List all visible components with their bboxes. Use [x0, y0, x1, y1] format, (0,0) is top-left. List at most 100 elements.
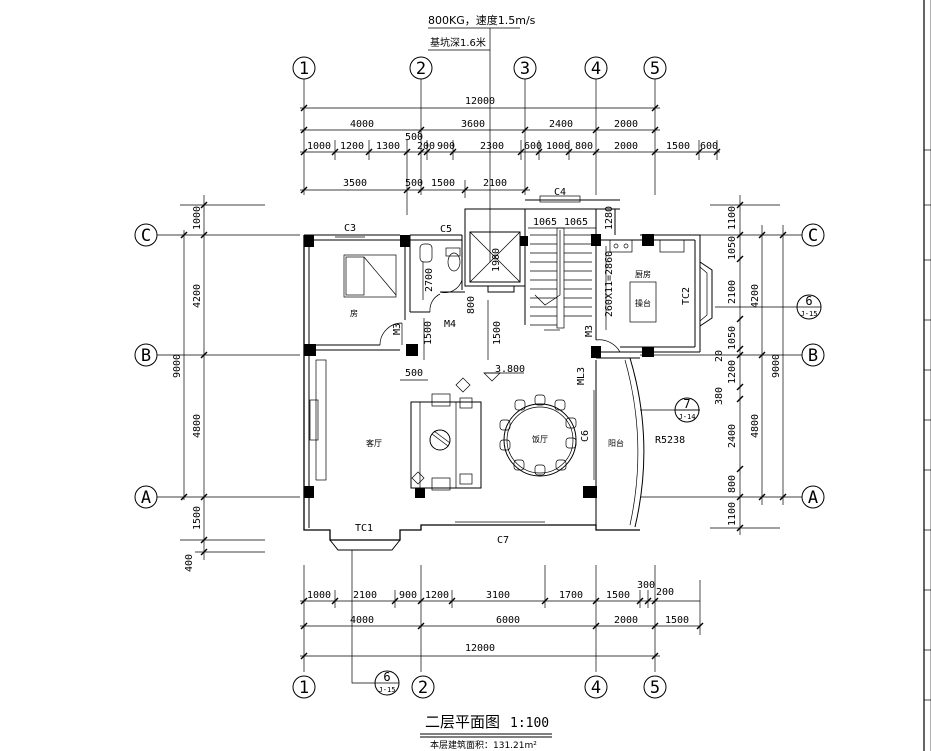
- axis-right-A: A: [808, 488, 818, 508]
- level-mark: 3.800: [495, 364, 525, 375]
- elevator-note-line1: 800KG，速度1.5m/s: [428, 13, 536, 27]
- dim-left-1: 4200: [192, 284, 203, 308]
- dim-stair-w1: 1065: [564, 217, 588, 228]
- dim-top-row3-7: 600: [524, 141, 542, 152]
- label-tc2: TC2: [681, 287, 692, 305]
- room-balcony: 阳台: [608, 438, 624, 448]
- dim-top-row3-4: 200: [417, 141, 435, 152]
- axis-top-3: 3: [520, 59, 530, 79]
- label-c4: C4: [554, 187, 566, 198]
- axis-right-C: C: [808, 226, 818, 246]
- dim-bottom-row1-6: 1500: [606, 590, 630, 601]
- dim-bottom-row2-3: 1500: [665, 615, 689, 626]
- dim-top-row3-12: 600: [700, 141, 718, 152]
- dim-1500b: 1500: [492, 321, 503, 345]
- label-c5: C5: [440, 224, 452, 235]
- dim-left-4: 400: [184, 554, 195, 572]
- bottom-axis-bubbles: 1 2 4 5: [292, 675, 667, 699]
- dim-top-row2-2: 2400: [549, 119, 573, 130]
- dim-top-row3-1: 1200: [340, 141, 364, 152]
- room-counter: 操台: [635, 298, 651, 308]
- dim-top-row4-0: 3500: [343, 178, 367, 189]
- detail-marker-3-num: 6: [383, 670, 390, 684]
- bed-furniture: [343, 254, 397, 298]
- detail-marker-1: 6 J-15: [715, 294, 822, 320]
- dim-stair-1280: 1280: [604, 206, 615, 230]
- dim-bottom-row1-3: 1200: [425, 590, 449, 601]
- dim-right-1: 1050: [727, 236, 738, 260]
- dim-top-row3-10: 2000: [614, 141, 638, 152]
- axis-top-2: 2: [416, 59, 426, 79]
- dim-bottom-row2-1: 6000: [496, 615, 520, 626]
- dim-top-row3-6: 2300: [480, 141, 504, 152]
- dim-top-row2-3: 2000: [614, 119, 638, 130]
- drawing-title: 二层平面图: [425, 713, 500, 731]
- dim-bottom-row1-5: 1700: [559, 590, 583, 601]
- dim-top-row3-0: 1000: [307, 141, 331, 152]
- dim-top-row4-2: 1500: [431, 178, 455, 189]
- dim-right-0: 1100: [727, 206, 738, 230]
- dim-top-row4-3: 2100: [483, 178, 507, 189]
- dim-right-3: 1050: [727, 326, 738, 350]
- dim-top-row3-11: 1500: [666, 141, 690, 152]
- dim-bottom-total: 12000: [465, 643, 495, 654]
- axis-right-B: B: [808, 346, 818, 366]
- dim-top-row4-1: 500: [405, 178, 423, 189]
- top-axis-bubbles: 1 2 3 4 5: [292, 56, 667, 80]
- floor-area-note: 本层建筑面积：131.21m²: [430, 739, 537, 751]
- dim-bath-2700: 2700: [424, 268, 435, 292]
- label-ml3: ML3: [576, 367, 587, 385]
- detail-marker-3: 6 J-15: [351, 550, 400, 696]
- dim-1500a: 1500: [423, 321, 434, 345]
- room-kitchen: 厨房: [635, 269, 651, 279]
- dim-bottom-row2-2: 2000: [614, 615, 638, 626]
- axis-bottom-5: 5: [650, 678, 660, 698]
- dim-bottom-row2-0: 4000: [350, 615, 374, 626]
- dim-right-total: 9000: [771, 354, 782, 378]
- dim-right-9: 1100: [727, 502, 738, 526]
- elevator-note-line2: 基坑深1.6米: [430, 36, 486, 49]
- dim-500-living: 500: [405, 368, 423, 379]
- room-dining: 饭厅: [532, 434, 548, 444]
- detail-marker-2-num: 7: [683, 397, 690, 411]
- dim-left-0: 1000: [192, 206, 203, 230]
- axis-top-4: 4: [591, 59, 601, 79]
- axis-top-1: 1: [299, 59, 309, 79]
- dim-bottom-row1-7: 300: [637, 580, 655, 591]
- dim-r5238: R5238: [655, 435, 685, 446]
- dim-lift-1900: 1900: [491, 248, 502, 272]
- label-m3a: M3: [392, 323, 403, 335]
- detail-marker-2: 7 J-14: [674, 397, 700, 423]
- axis-bottom-4: 4: [591, 678, 601, 698]
- dim-right-6: 380: [714, 387, 725, 405]
- detail-marker-1-ref: J-15: [801, 310, 818, 318]
- dim-800: 800: [466, 296, 477, 314]
- axis-top-5: 5: [650, 59, 660, 79]
- label-c7: C7: [497, 535, 509, 546]
- label-c6: C6: [580, 430, 591, 442]
- dim-right-2: 2100: [727, 280, 738, 304]
- label-tc1: TC1: [355, 523, 373, 534]
- label-m4: M4: [444, 319, 456, 330]
- dim-right-8: 800: [727, 475, 738, 493]
- dim-bottom-row1-0: 1000: [307, 590, 331, 601]
- dim-right-4: 20: [714, 350, 725, 362]
- dim-left-3: 1500: [192, 506, 203, 530]
- right-axis-bubbles: C B A: [801, 223, 825, 509]
- axis-left-A: A: [141, 488, 151, 508]
- room-living: 客厅: [366, 438, 382, 448]
- dim-bottom-row1-8: 200: [656, 587, 674, 598]
- dim-top-row2-0: 4000: [350, 119, 374, 130]
- dim-stair-run: 260X11=2860: [604, 251, 615, 317]
- dim-left-2: 4800: [192, 414, 203, 438]
- room-bedroom: 房: [350, 308, 358, 318]
- label-m3b: M3: [584, 325, 595, 337]
- label-c3: C3: [344, 223, 356, 234]
- dim-top-row3-2: 1300: [376, 141, 400, 152]
- left-axis-bubbles: C B A: [134, 223, 158, 509]
- structural-columns: [304, 234, 654, 498]
- dim-top-row3-3: 500: [405, 132, 423, 143]
- dim-right-mid-1: 4800: [750, 414, 761, 438]
- axis-left-B: B: [141, 346, 151, 366]
